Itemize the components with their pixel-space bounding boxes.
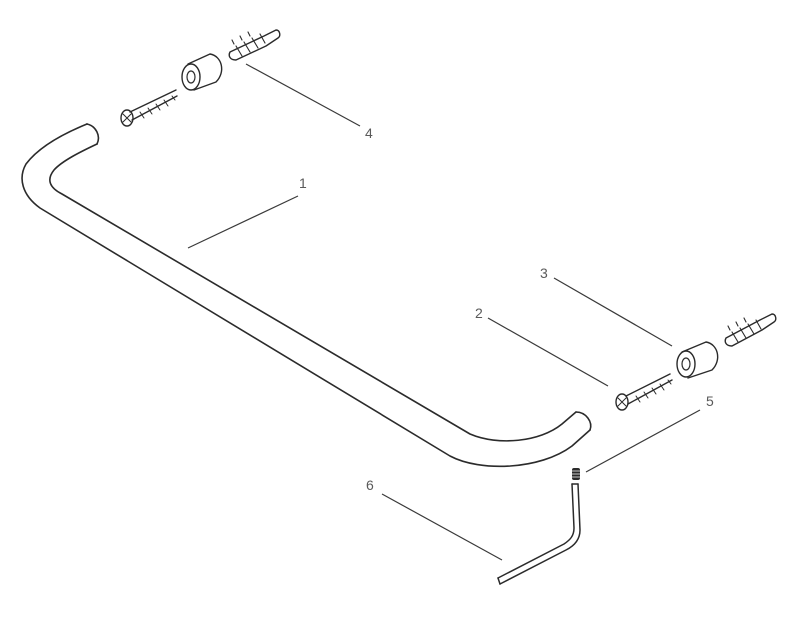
lower-screw — [615, 373, 673, 411]
leader-line-2 — [487, 317, 609, 387]
upper-spacer — [181, 53, 223, 91]
leader-line-3 — [553, 277, 673, 347]
callout-number-3: 3 — [540, 265, 548, 281]
hex-key — [497, 483, 581, 585]
callout-number-1: 1 — [299, 175, 307, 191]
leader-line-5 — [585, 409, 701, 473]
lower-spacer — [676, 341, 719, 379]
upper-screw — [120, 89, 178, 127]
leader-line-1 — [187, 195, 299, 249]
towel-bar — [21, 123, 592, 468]
callout-number-4: 4 — [365, 125, 373, 141]
leader-line-6 — [381, 493, 503, 561]
leader-line-4 — [245, 63, 361, 127]
callout-number-2: 2 — [475, 305, 483, 321]
lower-wall-plug — [724, 313, 777, 347]
callout-number-6: 6 — [366, 477, 374, 493]
grub-screw — [572, 468, 580, 480]
upper-wall-plug — [228, 29, 281, 61]
callout-number-5: 5 — [706, 393, 714, 409]
